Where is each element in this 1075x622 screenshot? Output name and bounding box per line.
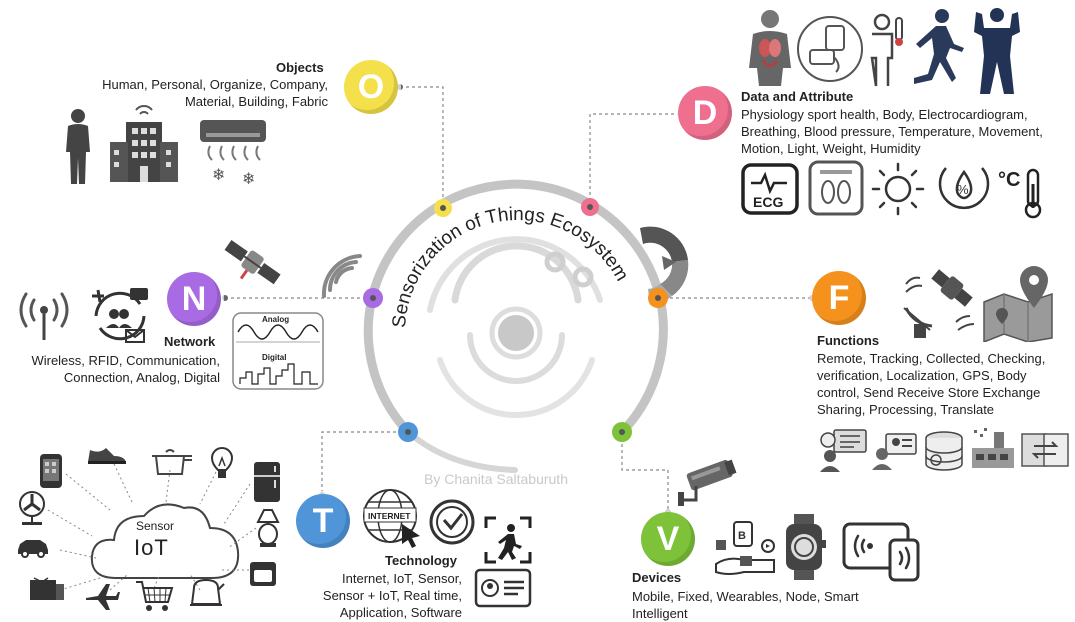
data-badge: D	[678, 86, 732, 140]
remote-monitor-icon	[820, 429, 867, 472]
pot-icon	[152, 449, 192, 475]
cart-icon	[136, 581, 174, 611]
svg-text:❄: ❄	[242, 169, 255, 188]
iot-label: IoT	[134, 535, 169, 560]
data-text: Physiology sport health, Body, Electroca…	[741, 107, 1043, 156]
camera-icon	[678, 459, 737, 506]
devices-text: Mobile, Fixed, Wearables, Node, Smart In…	[632, 589, 859, 621]
technology-text: Internet, IoT, Sensor, Sensor + IoT, Rea…	[322, 571, 462, 620]
antenna-icon	[19, 292, 69, 340]
database-icon	[925, 431, 963, 471]
svg-text:❄: ❄	[212, 165, 225, 184]
human-icon	[66, 109, 90, 184]
profile-check-icon	[872, 433, 917, 470]
globe-icon: INTERNET	[363, 489, 420, 548]
objects-badge: O	[344, 60, 398, 114]
thermometer-person-icon	[870, 13, 903, 87]
analog-digital-icon: Analog Digital	[232, 312, 324, 390]
building-icon	[110, 105, 178, 182]
tablet-icon	[842, 522, 920, 582]
smartwatch-icon	[786, 514, 826, 580]
blood-pressure-icon	[797, 16, 863, 82]
network-badge: N	[167, 272, 221, 326]
satellite-icon	[224, 240, 281, 285]
map-pin-icon	[983, 266, 1053, 342]
runner-icon	[914, 9, 964, 84]
car-icon	[18, 540, 48, 558]
functions-text: Remote, Tracking, Collected, Checking, v…	[817, 351, 1046, 417]
clock-icon	[429, 499, 475, 545]
sun-icon	[871, 162, 925, 216]
objects-title: Objects	[276, 60, 324, 75]
devices-badge: V	[641, 512, 695, 566]
svg-text:B: B	[738, 530, 746, 542]
technology-badge: T	[296, 494, 350, 548]
svg-text:Analog: Analog	[262, 315, 289, 324]
motion-sensor-icon	[484, 516, 532, 564]
watermark: By Chanita Saltaburuth	[424, 471, 568, 487]
data-title: Data and Attribute	[741, 89, 854, 104]
communication-icon	[92, 288, 148, 343]
wearable-icon: B	[715, 521, 775, 575]
id-card-icon	[474, 568, 532, 608]
functions-badge: F	[812, 271, 866, 325]
satellite-dish-icon	[903, 269, 975, 338]
humidity-icon: %	[938, 167, 990, 210]
plane-icon	[86, 584, 120, 610]
fridge-icon	[254, 462, 280, 502]
body-anatomy-icon	[749, 10, 791, 86]
air-conditioner-icon: ❄ ❄	[200, 120, 266, 188]
svg-text:INTERNET: INTERNET	[368, 511, 411, 521]
devices-title: Devices	[632, 570, 682, 585]
kettle-icon	[190, 578, 225, 606]
cloud-icon	[90, 503, 240, 579]
network-text: Wireless, RFID, Communication, Connectio…	[31, 353, 220, 385]
fan-icon	[19, 491, 45, 525]
ecg-icon: ECG	[741, 163, 799, 215]
svg-text:%: %	[957, 182, 969, 197]
factory-icon	[972, 428, 1014, 468]
exchange-icon	[1021, 433, 1069, 467]
objects-text: Human, Personal, Organize, Company, Mate…	[102, 77, 328, 109]
tv-icon	[30, 577, 64, 600]
functions-title: Functions	[817, 333, 880, 348]
svg-text:°C: °C	[998, 169, 1020, 191]
shoe-icon	[88, 448, 126, 464]
iot-connections	[47, 463, 257, 591]
bulb-icon	[210, 446, 234, 478]
wifi-icon	[321, 254, 362, 298]
technology-title: Technology	[385, 553, 457, 568]
lamp-icon	[256, 509, 280, 547]
network-title: Network	[164, 334, 216, 349]
svg-text:Digital: Digital	[262, 353, 286, 362]
microwave-icon	[250, 562, 276, 586]
phone-icon	[40, 454, 62, 488]
scale-icon	[808, 160, 864, 216]
temperature-icon: °C	[998, 168, 1042, 219]
sensor-label: Sensor	[136, 519, 175, 533]
bodybuilder-icon	[974, 8, 1020, 94]
ecg-label: ECG	[753, 194, 783, 210]
